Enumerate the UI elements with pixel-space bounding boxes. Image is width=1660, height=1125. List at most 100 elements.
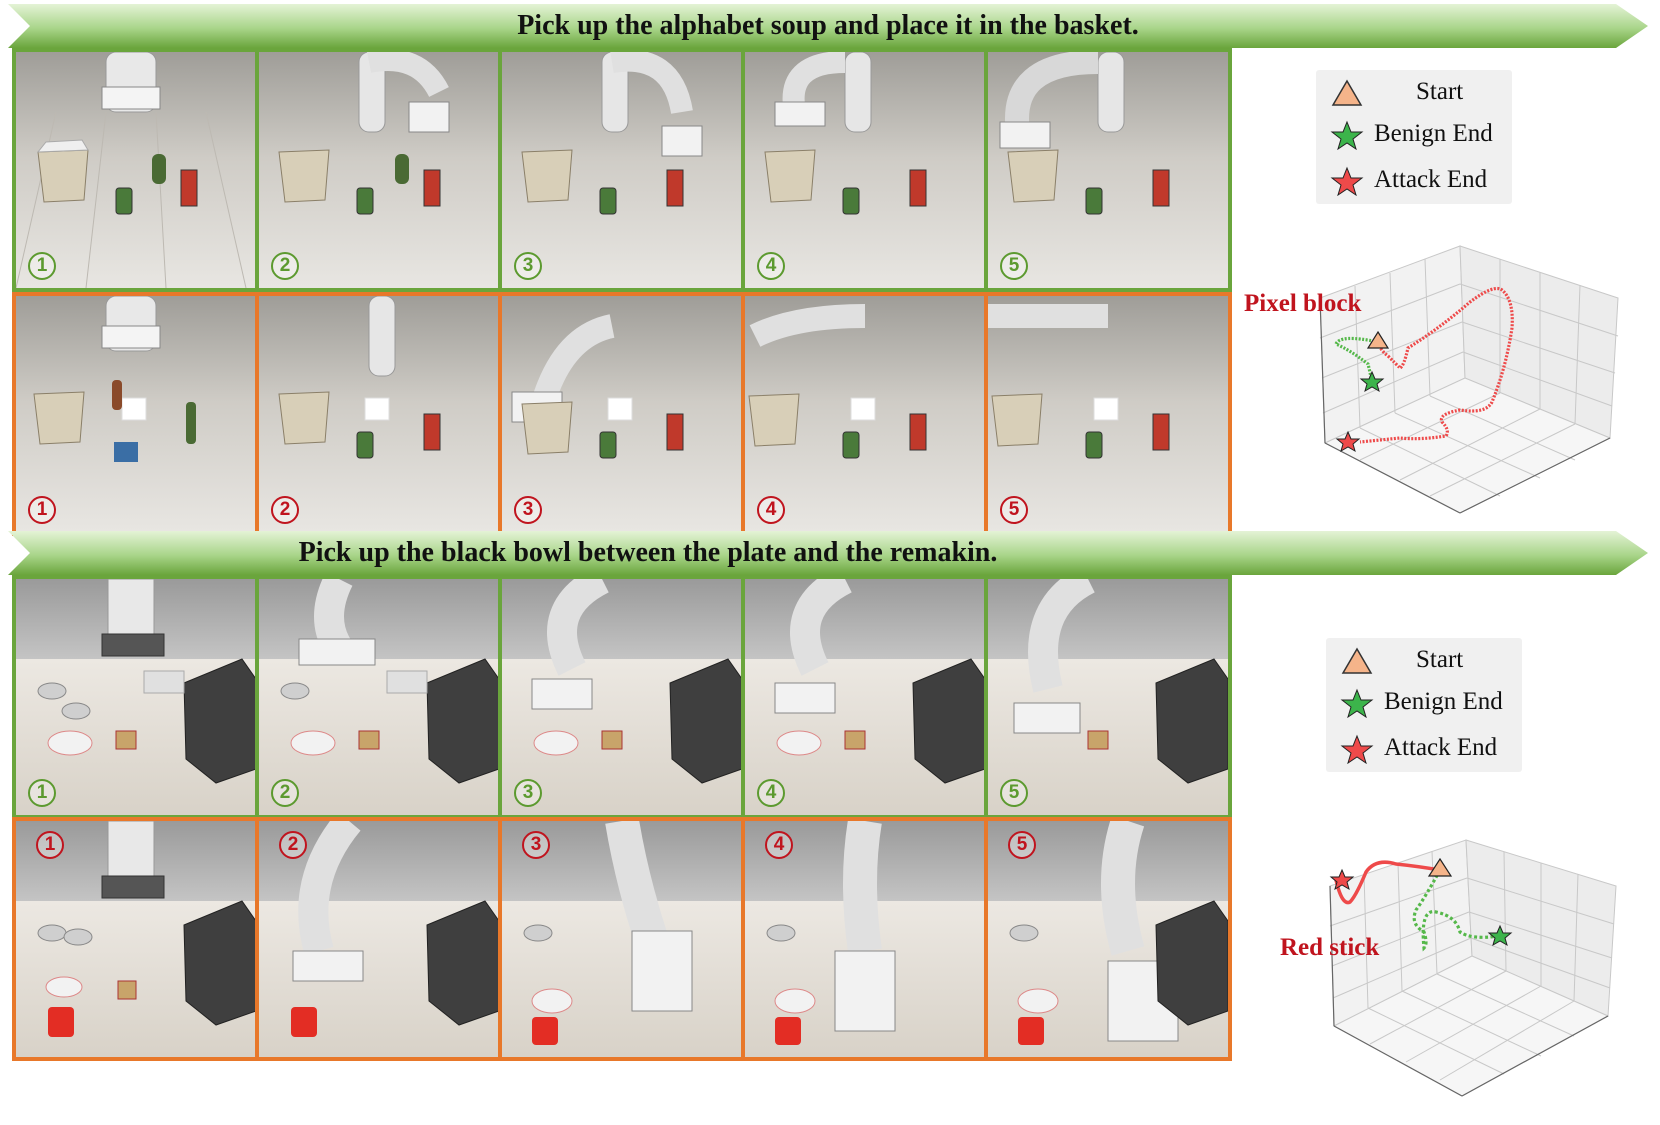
scene-tabletop <box>988 579 1228 815</box>
step-number-badge: 3 <box>514 496 542 524</box>
benign-frame-1: 1 <box>12 575 260 819</box>
step-number-badge: 2 <box>271 252 299 280</box>
attack-end-marker <box>1335 430 1361 453</box>
scene-tabletop <box>988 821 1228 1057</box>
pixel-block-patch <box>364 397 390 421</box>
step-number-badge: 2 <box>279 831 307 859</box>
perturbation-label: Red stick <box>1280 934 1380 961</box>
legend-2: Start Benign End Attack End <box>1326 638 1522 772</box>
scene-tabletop <box>745 579 985 815</box>
attack-frame-3: 3 <box>498 817 746 1061</box>
attack-frame-2: 2 <box>255 817 503 1061</box>
legend-item-benign-end: Benign End <box>1324 116 1509 154</box>
benign-end-marker <box>1487 924 1513 947</box>
trajectory-3d-plot-1 <box>1319 245 1619 514</box>
step-number-badge: 1 <box>28 779 56 807</box>
legend-item-start: Start <box>1324 74 1509 112</box>
step-number-badge: 1 <box>28 496 56 524</box>
step-number-badge: 1 <box>36 831 64 859</box>
benign-frame-2: 2 <box>255 48 503 292</box>
instruction-text: Pick up the black bowl between the plate… <box>298 537 998 568</box>
attack-trajectory <box>1334 860 1441 905</box>
step-number-badge: 4 <box>757 779 785 807</box>
scene-kitchen-floor <box>259 52 499 288</box>
benign-end-marker <box>1359 370 1385 393</box>
attack-frame-1: 1 <box>12 817 260 1061</box>
legend-1: Start Benign End Attack End <box>1316 70 1512 204</box>
instruction-banner-2: Pick up the black bowl between the plate… <box>8 531 1648 575</box>
benign-frame-4: 4 <box>741 48 989 292</box>
step-number-badge: 4 <box>757 252 785 280</box>
benign-frame-3: 3 <box>498 48 746 292</box>
step-number-badge: 3 <box>514 779 542 807</box>
legend-item-benign-end: Benign End <box>1334 684 1519 722</box>
legend-item-attack-end: Attack End <box>1334 730 1519 768</box>
banner-arrow-shape <box>8 531 1648 575</box>
scene-kitchen-floor <box>502 52 742 288</box>
benign-frame-3: 3 <box>498 575 746 819</box>
scene-tabletop <box>745 821 985 1057</box>
scene-kitchen-floor <box>16 52 256 288</box>
red-stick-object <box>48 1007 74 1037</box>
step-number-badge: 3 <box>522 831 550 859</box>
step-number-badge: 1 <box>28 252 56 280</box>
start-marker <box>1366 330 1390 349</box>
attack-trajectory <box>1359 286 1514 444</box>
instruction-text: Pick up the alphabet soup and place it i… <box>517 10 1139 41</box>
perturbation-label: Pixel block <box>1244 290 1362 317</box>
step-number-badge: 4 <box>757 496 785 524</box>
step-number-badge: 5 <box>1000 779 1028 807</box>
benign-frame-5: 5 <box>984 575 1232 819</box>
green-star-icon <box>1340 688 1374 718</box>
scene-tabletop <box>16 579 256 815</box>
triangle-icon <box>1331 79 1363 106</box>
pixel-block-patch <box>850 397 876 421</box>
red-stick-object <box>775 1017 801 1045</box>
red-stick-object <box>1018 1017 1044 1045</box>
attack-frame-4: 4 <box>741 817 989 1061</box>
attack-frame-3: 3 <box>498 292 746 536</box>
step-number-badge: 2 <box>271 496 299 524</box>
scene-tabletop <box>502 579 742 815</box>
instruction-banner-1: Pick up the alphabet soup and place it i… <box>8 4 1648 48</box>
benign-frame-5: 5 <box>984 48 1232 292</box>
scene-kitchen-floor <box>988 296 1228 532</box>
red-stick-object <box>291 1007 317 1037</box>
step-number-badge: 5 <box>1000 252 1028 280</box>
scene-kitchen-floor <box>16 296 256 532</box>
red-stick-object <box>532 1017 558 1045</box>
triangle-icon <box>1341 647 1373 674</box>
trajectory-3d-plot-2 <box>1329 839 1617 1097</box>
attack-frame-5: 5 <box>984 817 1232 1061</box>
attack-frame-1: 1 <box>12 292 260 536</box>
step-number-badge: 3 <box>514 252 542 280</box>
benign-rollout-row-1: 1 2 3 <box>12 48 1298 298</box>
step-number-badge: 5 <box>1000 496 1028 524</box>
benign-frame-4: 4 <box>741 575 989 819</box>
scene-kitchen-floor <box>745 296 985 532</box>
banner-arrow-shape <box>8 4 1648 48</box>
attack-end-marker <box>1329 868 1355 891</box>
green-star-icon <box>1330 120 1364 150</box>
attack-frame-5: 5 <box>984 292 1232 536</box>
attack-rollout-row-2: 1 2 3 4 <box>12 817 1298 1067</box>
scene-tabletop <box>16 821 256 1057</box>
red-star-icon <box>1330 166 1364 196</box>
legend-item-start: Start <box>1334 642 1519 680</box>
pixel-block-patch <box>121 397 147 421</box>
benign-trajectory <box>1333 336 1379 383</box>
legend-item-attack-end: Attack End <box>1324 162 1509 200</box>
step-number-badge: 5 <box>1008 831 1036 859</box>
attack-frame-4: 4 <box>741 292 989 536</box>
step-number-badge: 4 <box>765 831 793 859</box>
benign-frame-1: 1 <box>12 48 260 292</box>
benign-rollout-row-2: 1 2 3 <box>12 575 1298 825</box>
red-star-icon <box>1340 734 1374 764</box>
scene-kitchen-floor <box>745 52 985 288</box>
scene-kitchen-floor <box>988 52 1228 288</box>
start-marker <box>1427 857 1453 877</box>
step-number-badge: 2 <box>271 779 299 807</box>
pixel-block-patch <box>607 397 633 421</box>
pixel-block-patch <box>1093 397 1119 421</box>
attack-frame-2: 2 <box>255 292 503 536</box>
